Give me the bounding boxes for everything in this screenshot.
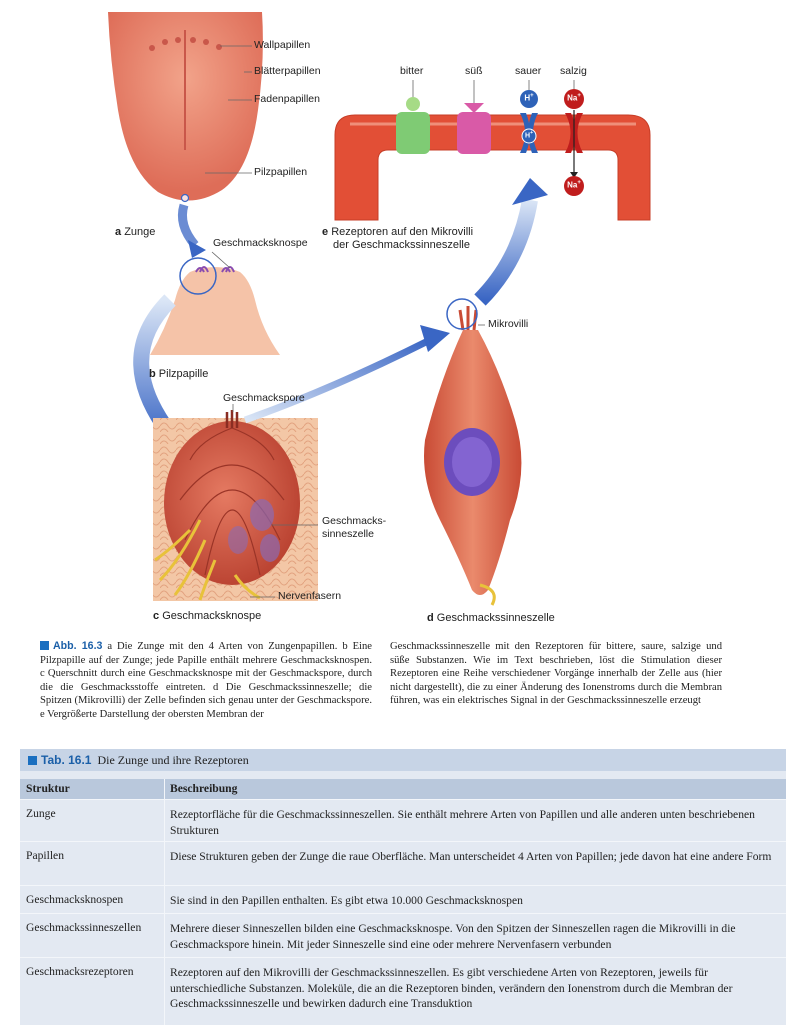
table-square-icon	[28, 756, 37, 765]
figure-caption: Abb. 16.3 a Die Zunge mit den 4 Arten vo…	[40, 640, 722, 736]
cell-beschreibung: Rezeptoren auf den Mikrovilli der Geschm…	[170, 966, 733, 1010]
table-header-beschreibung: Beschreibung	[170, 782, 238, 795]
fungiform-papilla-illustration	[150, 257, 280, 355]
caption-text-1: a Die Zunge mit den 4 Arten von Zungenpa…	[40, 641, 372, 720]
table-row: Geschmacksknospen Sie sind in den Papill…	[20, 885, 786, 914]
cell-beschreibung: Sie sind in den Papillen enthalten. Es g…	[170, 894, 523, 907]
caption-square-icon	[40, 641, 49, 650]
cell-beschreibung: Rezeptorfläche für die Geschmackssinnesz…	[170, 808, 755, 837]
ion-na-top: Na+	[567, 93, 581, 103]
caption-column-1: Abb. 16.3 a Die Zunge mit den 4 Arten vo…	[40, 640, 372, 722]
subfig-e: e Rezeptoren auf den Mikrovilli	[322, 226, 474, 238]
cell-beschreibung: Mehrere dieser Sinneszellen bilden eine …	[170, 922, 736, 951]
caption-tag: Abb. 16.3	[53, 640, 103, 652]
table-number: Tab. 16.1	[41, 753, 92, 767]
taste-bud-illustration	[154, 410, 300, 601]
channel-salzig	[564, 89, 584, 196]
taste-receptor-cell-illustration	[424, 298, 522, 606]
label-bitter: bitter	[400, 65, 424, 77]
label-pilzpapillen: Pilzpapillen	[254, 166, 308, 178]
channel-sauer	[520, 90, 538, 153]
subfig-b: b Pilzpapille	[149, 368, 209, 380]
cell-beschreibung: Diese Strukturen geben der Zunge die rau…	[170, 850, 772, 863]
ion-h-top: H+	[524, 93, 534, 103]
cell-struktur: Geschmacksknospen	[26, 893, 124, 906]
cell-struktur: Geschmackssinneszellen	[26, 921, 142, 934]
label-geschmackssinneszelle-2: sinneszelle	[322, 528, 374, 540]
ion-na-bottom: Na+	[567, 180, 581, 190]
table-row: Zunge Rezeptorfläche für die Geschmackss…	[20, 799, 786, 842]
subfig-e-line2: der Geschmackssinneszelle	[333, 239, 470, 251]
label-nervenfasern: Nervenfasern	[278, 590, 342, 602]
cell-struktur: Zunge	[26, 807, 56, 820]
table-header-row: Struktur Beschreibung	[20, 779, 786, 799]
label-geschmacksknospe: Geschmacksknospe	[213, 237, 308, 249]
receptor-bitter	[396, 97, 430, 154]
table-title: Die Zunge und ihre Rezeptoren	[97, 753, 249, 767]
label-geschmackspore: Geschmackspore	[223, 392, 305, 404]
caption-text-2: Geschmackssinneszelle mit den Rezeptoren…	[390, 641, 722, 707]
figure-illustration	[108, 12, 651, 606]
tongue-illustration	[108, 12, 263, 203]
subfig-c: c Geschmacksknospe	[153, 610, 262, 622]
label-suess: süß	[465, 65, 483, 77]
receptor-suess	[457, 103, 491, 154]
caption-column-2: Geschmackssinneszelle mit den Rezeptoren…	[390, 640, 722, 708]
figure-16-3: Wallpapillen Blätterpapillen Fadenpapill…	[108, 12, 651, 624]
cell-struktur: Papillen	[26, 849, 64, 862]
subfig-a: a Zunge	[115, 226, 156, 238]
table-16-1: Tab. 16.1 Die Zunge und ihre Rezeptoren …	[20, 749, 786, 1025]
label-mikrovilli: Mikrovilli	[488, 318, 529, 330]
ion-h-channel: H+	[525, 130, 533, 140]
label-salzig: salzig	[560, 65, 587, 77]
table-row: Papillen Diese Strukturen geben der Zung…	[20, 841, 786, 886]
table-row: Geschmackssinneszellen Mehrere dieser Si…	[20, 913, 786, 958]
table-column-divider	[164, 779, 165, 1025]
label-wallpapillen: Wallpapillen	[254, 39, 311, 51]
cell-struktur: Geschmacksrezeptoren	[26, 965, 134, 978]
label-blaetterpapillen: Blätterpapillen	[254, 65, 321, 77]
table-title-bar: Tab. 16.1 Die Zunge und ihre Rezeptoren	[20, 749, 786, 771]
subfig-d: d Geschmackssinneszelle	[427, 612, 555, 624]
table-header-struktur: Struktur	[26, 782, 70, 795]
membrane-illustration	[334, 114, 651, 221]
table-row: Geschmacksrezeptoren Rezeptoren auf den …	[20, 957, 786, 1026]
label-fadenpapillen: Fadenpapillen	[254, 93, 320, 105]
label-geschmackssinneszelle-1: Geschmacks-	[322, 515, 387, 527]
label-sauer: sauer	[515, 65, 542, 77]
